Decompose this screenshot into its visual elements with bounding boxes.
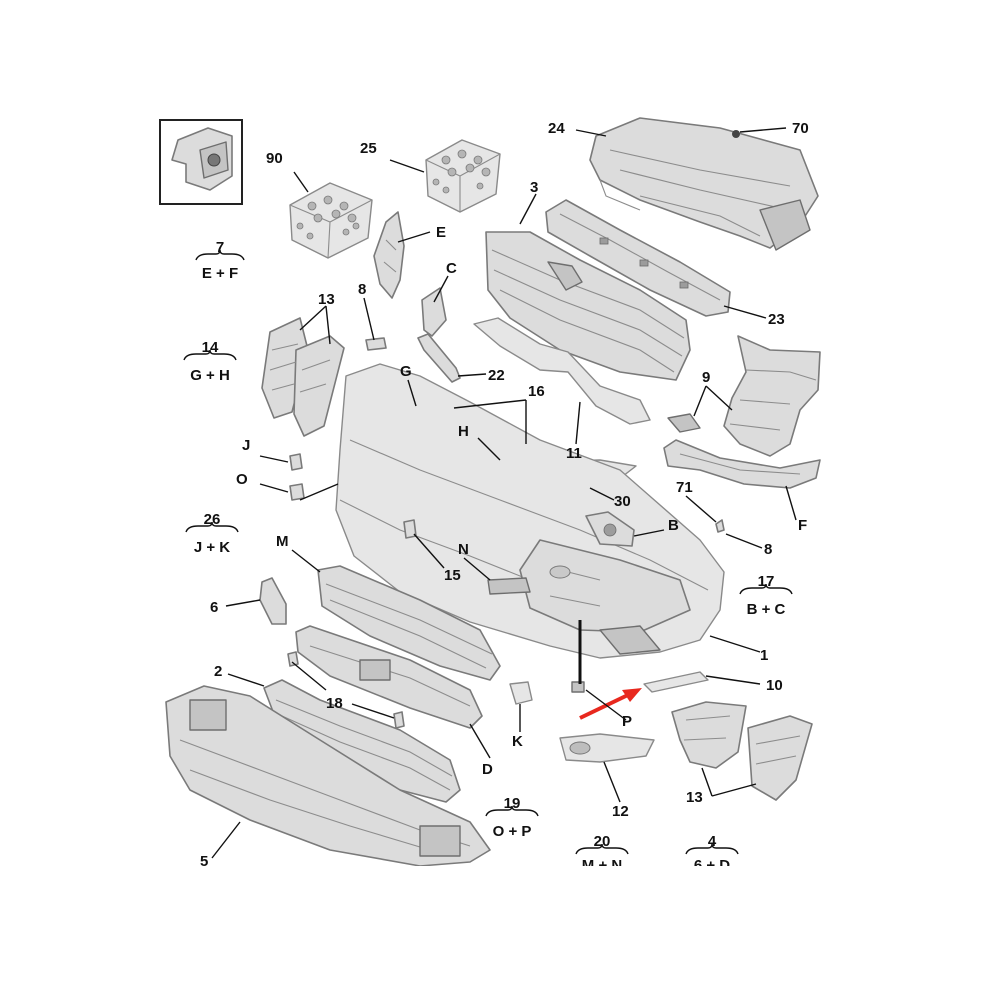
part-O-clip xyxy=(289,483,305,501)
kit-17: 17 B + C xyxy=(739,573,793,618)
label-25: 25 xyxy=(360,140,377,157)
part-1-front-bumper xyxy=(335,363,725,659)
label-H: H xyxy=(458,423,469,440)
part-11-trim-strip xyxy=(473,317,651,425)
kit-20-number: 20 xyxy=(594,833,611,850)
part-3-grille xyxy=(485,231,691,381)
part-5-undertray xyxy=(165,685,491,867)
label-8-lower: 8 xyxy=(764,541,772,558)
label-3: 3 xyxy=(530,179,538,196)
part-22-support-rod xyxy=(417,333,461,383)
label-11: 11 xyxy=(566,445,582,462)
label-C: C xyxy=(446,260,457,277)
label-P: P xyxy=(622,713,632,730)
kit-19-number: 19 xyxy=(504,795,521,812)
part-71-clip xyxy=(715,519,725,533)
clip-kit-25 xyxy=(425,139,501,213)
label-13-lower: 13 xyxy=(686,789,703,806)
label-13-upper: 13 xyxy=(318,291,335,308)
label-15: 15 xyxy=(444,567,461,584)
kit-17-parts: B + C xyxy=(747,601,786,618)
part-13-side-brackets-left xyxy=(261,317,345,437)
label-J: J xyxy=(242,437,250,454)
kit-26-parts: J + K xyxy=(194,539,230,556)
label-12: 12 xyxy=(612,803,629,820)
label-90: 90 xyxy=(266,150,283,167)
label-9: 9 xyxy=(702,369,710,386)
part-8-clip-upper xyxy=(365,337,387,351)
kit-14-parts: G + H xyxy=(190,367,230,384)
label-N: N xyxy=(458,541,469,558)
leader-lines xyxy=(211,127,797,859)
part-24-upper-crossmember xyxy=(589,117,819,251)
label-O: O xyxy=(236,471,248,488)
kit-7-parts: E + F xyxy=(202,265,238,282)
kit-26-number: 26 xyxy=(204,511,221,528)
part-N-connector xyxy=(487,577,531,595)
label-G: G xyxy=(400,363,412,380)
part-10-trim xyxy=(643,671,709,693)
label-22: 22 xyxy=(488,367,505,384)
part-F-bracket xyxy=(663,439,821,489)
bottom-crop xyxy=(0,866,990,990)
label-5: 5 xyxy=(200,853,208,870)
part-M-lower-grille xyxy=(317,565,501,681)
highlight-arrow-head xyxy=(622,688,642,702)
kit-19-parts: O + P xyxy=(493,823,532,840)
part-K-cap xyxy=(509,681,533,705)
part-P-tow-eye xyxy=(571,620,585,693)
part-D-lower-strip xyxy=(295,625,483,729)
kit-26: 26 J + K xyxy=(185,511,239,556)
kit-19: 19 O + P xyxy=(485,795,539,840)
kit-7-number: 7 xyxy=(216,239,224,256)
part-9-brackets-right xyxy=(667,335,821,457)
label-23: 23 xyxy=(768,311,785,328)
part-E-bracket xyxy=(373,211,405,299)
label-18: 18 xyxy=(326,695,343,712)
label-6: 6 xyxy=(210,599,218,616)
label-30: 30 xyxy=(614,493,631,510)
part-12-fog-bezel xyxy=(559,733,655,763)
clip-nut-icon xyxy=(171,127,233,191)
label-K: K xyxy=(512,733,523,750)
kit-7: 7 E + F xyxy=(195,239,245,282)
label-16: 16 xyxy=(528,383,545,400)
label-F: F xyxy=(798,517,807,534)
label-2: 2 xyxy=(214,663,222,680)
label-1: 1 xyxy=(760,647,768,664)
clip-kit-90 xyxy=(289,182,373,259)
part-C-bracket xyxy=(421,287,447,337)
label-M: M xyxy=(276,533,289,550)
kit-14-number: 14 xyxy=(202,339,219,356)
part-J-clip xyxy=(289,453,303,471)
kit-14: 14 G + H xyxy=(183,339,237,384)
kit-17-number: 17 xyxy=(758,573,775,590)
label-E: E xyxy=(436,224,446,241)
inset-box xyxy=(159,119,243,205)
part-15-clip xyxy=(403,519,417,539)
label-24: 24 xyxy=(548,120,565,137)
label-70: 70 xyxy=(792,120,809,137)
part-13-side-brackets-right xyxy=(671,701,813,801)
label-8-upper: 8 xyxy=(358,281,366,298)
highlight-arrow xyxy=(579,692,631,720)
label-10: 10 xyxy=(766,677,783,694)
kit-4-number: 4 xyxy=(708,833,717,850)
part-6-side-insert xyxy=(259,577,287,625)
label-B: B xyxy=(668,517,679,534)
part-18-clips xyxy=(287,651,405,729)
label-71: 71 xyxy=(676,479,693,496)
part-23-impact-bar xyxy=(545,199,731,317)
label-D: D xyxy=(482,761,493,778)
